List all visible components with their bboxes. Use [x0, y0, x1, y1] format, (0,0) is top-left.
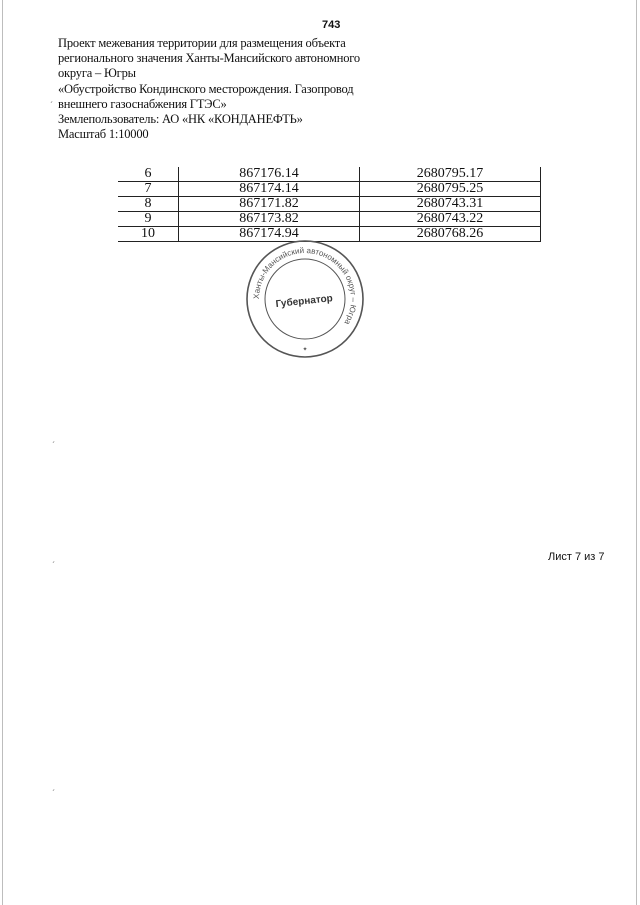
coord-x: 867174.94 — [178, 226, 360, 242]
coord-x: 867171.82 — [178, 196, 360, 212]
table-row: 10 867174.94 2680768.26 — [118, 226, 541, 242]
scan-mark: ´ — [52, 560, 55, 570]
coord-y: 2680743.22 — [359, 211, 541, 227]
coord-y: 2680795.25 — [359, 181, 541, 197]
coord-x: 867176.14 — [178, 167, 360, 182]
coordinates-table: 6 867176.14 2680795.17 7 867174.14 26807… — [118, 167, 541, 242]
seal-star-icon: ✦ — [302, 346, 307, 353]
scan-mark: ´ — [52, 788, 55, 798]
point-number: 6 — [118, 167, 179, 182]
coord-x: 867174.14 — [178, 181, 360, 197]
header-line: регионального значения Ханты-Мансийского… — [58, 51, 360, 66]
seal-outer-ring — [246, 240, 364, 358]
right-scan-edge — [636, 0, 637, 905]
header-line: Масштаб 1:10000 — [58, 127, 149, 142]
coord-y: 2680795.17 — [359, 167, 541, 182]
table-row: 6 867176.14 2680795.17 — [118, 167, 541, 182]
header-line: «Обустройство Кондинского месторождения.… — [58, 81, 354, 96]
point-number: 9 — [118, 211, 179, 227]
document-header: Проект межевания территории для размещен… — [58, 36, 388, 142]
table-row: 9 867173.82 2680743.22 — [118, 211, 541, 227]
scan-mark: ´ — [50, 100, 53, 110]
official-seal-stamp: Ханты-Мансийский автономный округ – Югра… — [246, 240, 364, 358]
point-number: 7 — [118, 181, 179, 197]
header-line: Землепользователь: АО «НК «КОНДАНЕФТЬ» — [58, 112, 303, 127]
point-number: 10 — [118, 226, 179, 242]
seal-inner-ring — [264, 258, 346, 340]
header-line: внешнего газоснабжения ГТЭС» — [58, 96, 227, 111]
scan-mark: ´ — [52, 440, 55, 450]
left-scan-edge — [2, 0, 3, 905]
coord-x: 867173.82 — [178, 211, 360, 227]
coord-y: 2680768.26 — [359, 226, 541, 242]
seal-center-text: Губернатор — [275, 292, 333, 310]
header-line: Проект межевания территории для размещен… — [58, 36, 346, 50]
header-line: округа – Югры — [58, 66, 136, 81]
table-row: 8 867171.82 2680743.31 — [118, 196, 541, 212]
sheet-counter: Лист 7 из 7 — [548, 551, 605, 563]
coord-y: 2680743.31 — [359, 196, 541, 212]
point-number: 8 — [118, 196, 179, 212]
table-row: 7 867174.14 2680795.25 — [118, 181, 541, 197]
page-number: 743 — [322, 19, 341, 31]
